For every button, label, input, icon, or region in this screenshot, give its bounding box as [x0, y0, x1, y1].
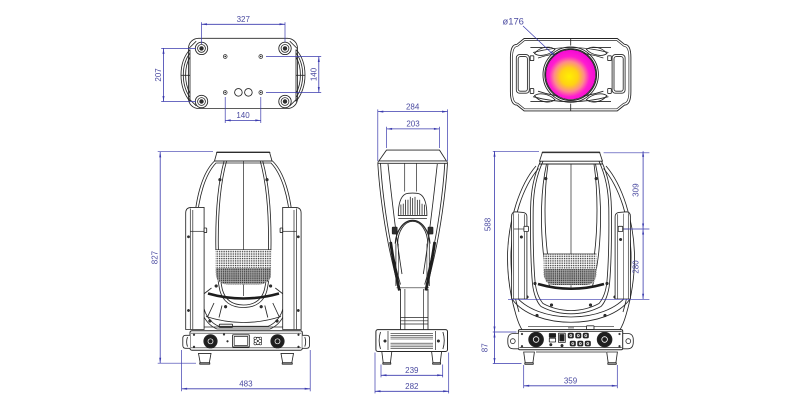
svg-text:284: 284 — [406, 102, 420, 111]
svg-text:140: 140 — [236, 111, 250, 120]
svg-text:280: 280 — [631, 260, 640, 274]
svg-text:359: 359 — [564, 377, 578, 386]
svg-text:309: 309 — [631, 183, 640, 197]
svg-text:588: 588 — [484, 217, 493, 231]
svg-text:239: 239 — [405, 366, 419, 375]
svg-text:282: 282 — [405, 382, 419, 391]
svg-text:203: 203 — [406, 120, 420, 129]
svg-text:140: 140 — [309, 67, 318, 81]
svg-text:327: 327 — [237, 15, 251, 24]
svg-text:483: 483 — [239, 380, 253, 389]
svg-text:827: 827 — [151, 250, 160, 264]
svg-text:ø176: ø176 — [503, 16, 524, 27]
svg-text:87: 87 — [481, 343, 490, 352]
svg-text:207: 207 — [154, 68, 163, 82]
